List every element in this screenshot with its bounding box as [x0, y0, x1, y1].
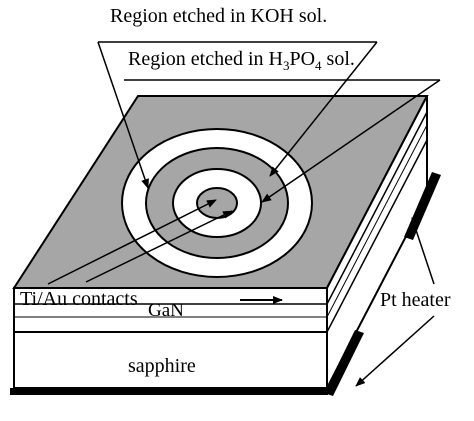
h3po4-label-sub4: 4 — [315, 58, 322, 73]
center-dot — [196, 187, 238, 219]
h3po4-label-prefix: Region etched in H — [128, 48, 283, 70]
h3po4-arrow-right — [261, 79, 441, 203]
side-layer-line-3 — [326, 139, 428, 333]
bottom-heater-bar — [10, 388, 328, 395]
heater-label: Pt heater — [380, 289, 451, 311]
sapphire-label: sapphire — [128, 355, 196, 377]
h3po4-label-sub3: 3 — [283, 58, 290, 73]
koh-label: Region etched in KOH sol. — [110, 5, 327, 27]
gan-label: GaN — [148, 300, 184, 321]
contacts-label: Ti/Au contacts — [20, 288, 138, 310]
koh-arrow-right — [269, 41, 378, 177]
koh-arrow-left — [97, 41, 149, 189]
h3po4-label-mid: PO — [289, 48, 315, 70]
h3po4-label: Region etched in H3PO4 sol. — [128, 48, 355, 73]
pt-heater-bar-lower — [324, 330, 364, 396]
contacts-arrow-center — [47, 199, 217, 285]
heater-arrow-lower — [355, 315, 435, 387]
side-layer-line-1 — [326, 111, 428, 305]
heater-arrow-upper — [411, 217, 435, 285]
side-layer-line-2 — [326, 124, 428, 318]
h3po4-label-suffix: sol. — [322, 48, 355, 70]
contacts-arrow-outer — [85, 210, 233, 283]
